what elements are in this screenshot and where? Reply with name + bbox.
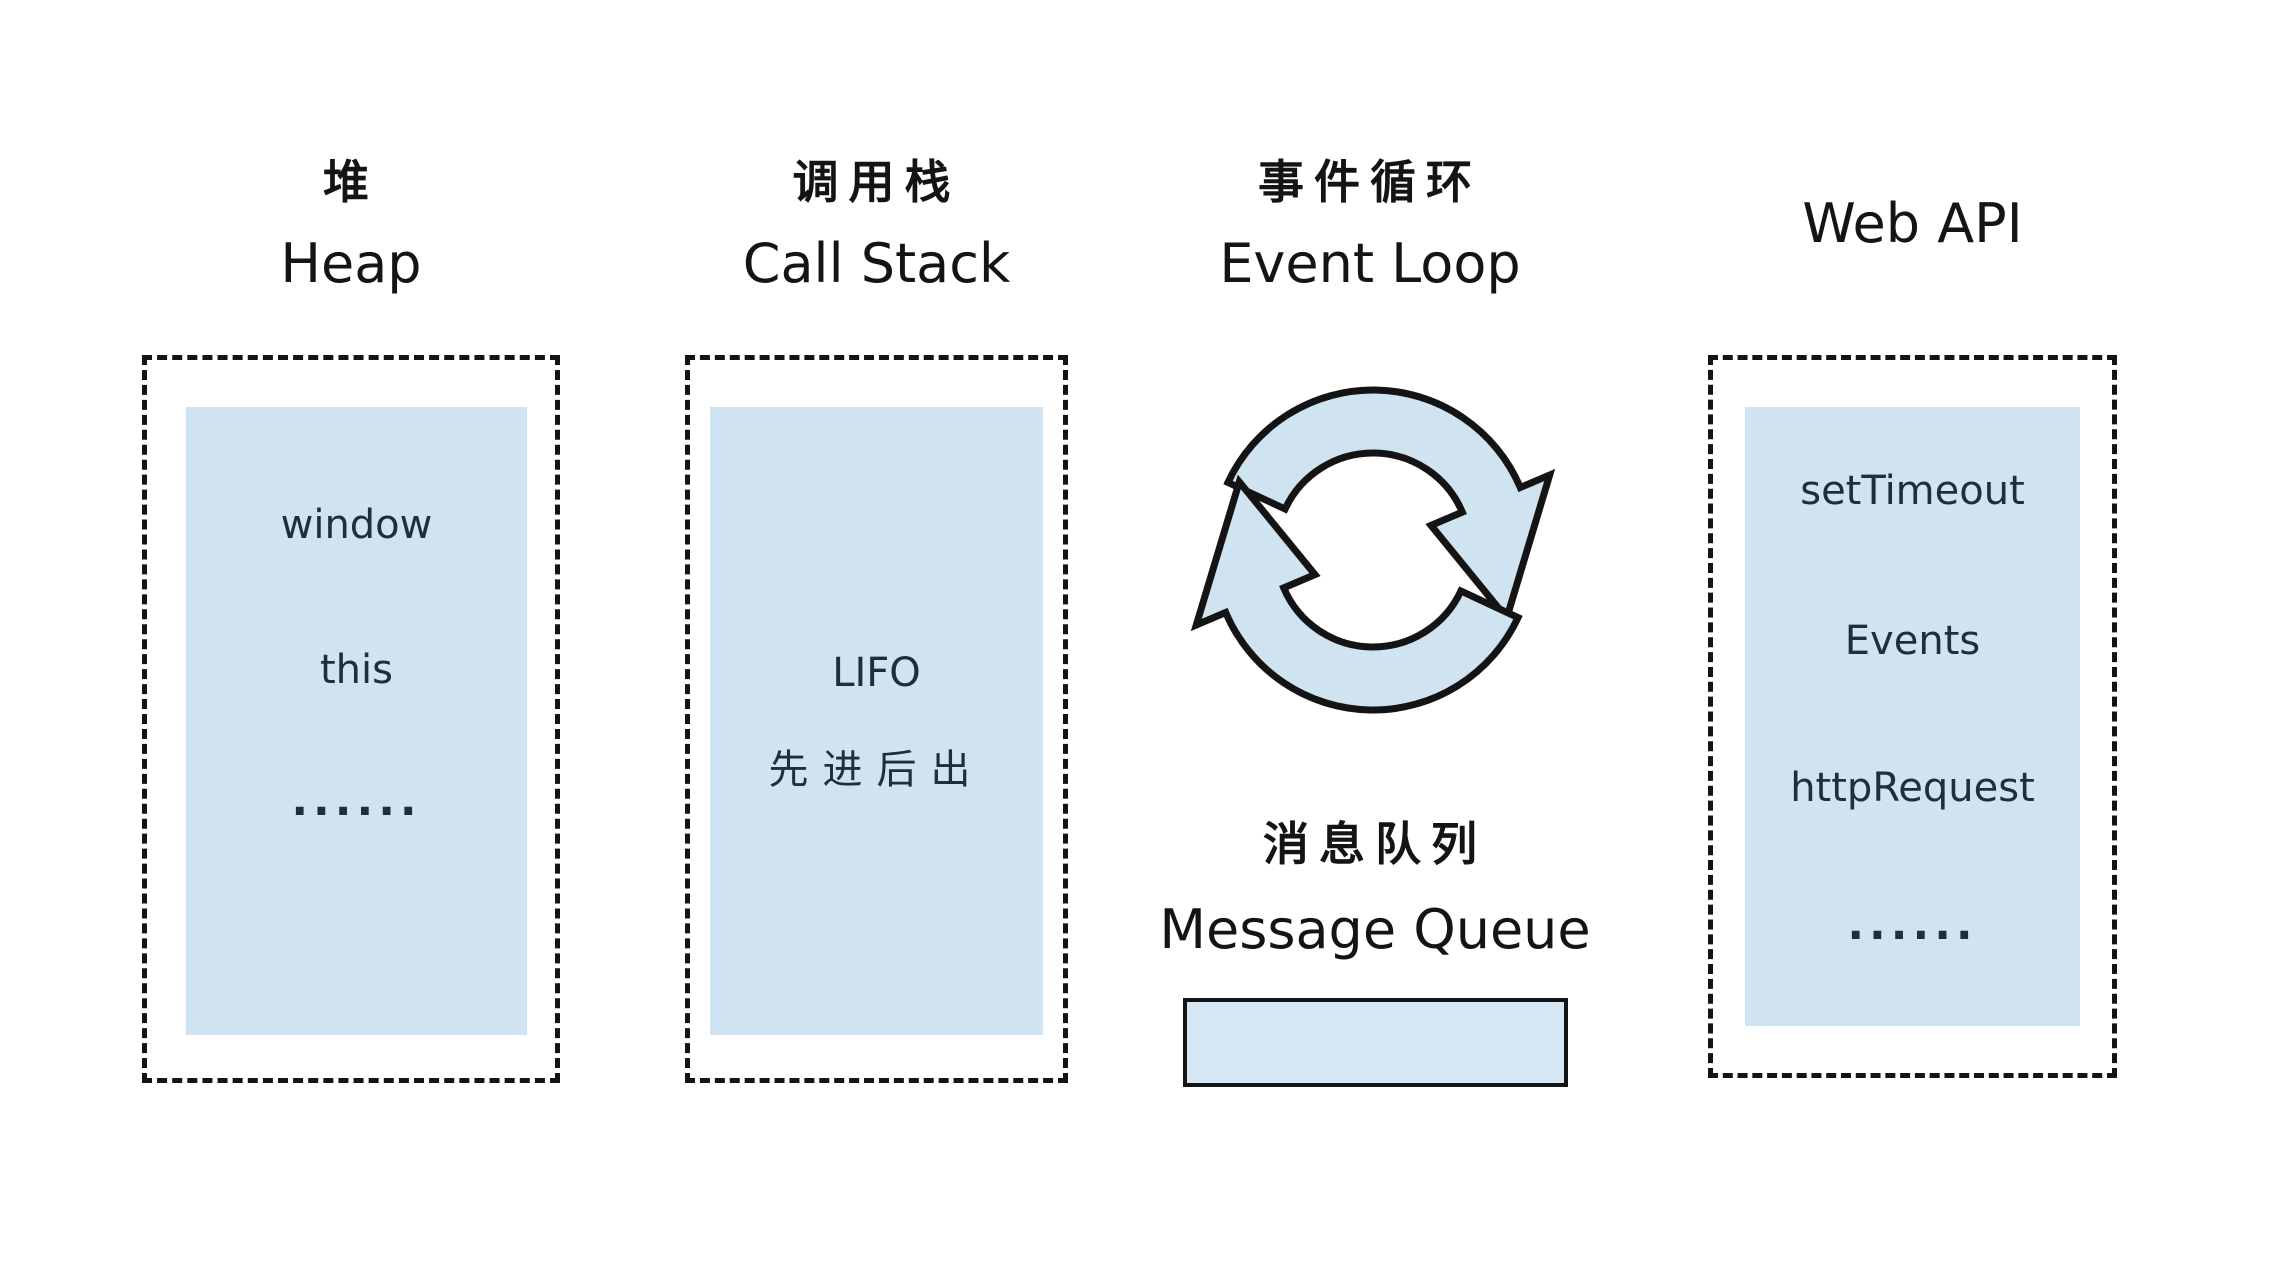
call-stack-title-en: Call Stack (742, 232, 1011, 295)
call-stack-title-zh: 调用栈 (792, 155, 961, 209)
web-api-item-ellipsis: ...... (1847, 899, 1978, 950)
heap-item-window: window (280, 502, 433, 548)
web-api-item-events: Events (1844, 618, 1981, 664)
web-api-title: Web API (1802, 192, 2023, 255)
heap-panel: window this ...... (186, 407, 527, 1035)
heap-item-this: this (320, 647, 393, 693)
heap-title-zh: 堆 (323, 155, 379, 209)
message-queue-slot (1183, 998, 1568, 1087)
event-loop-title-zh: 事件循环 (1258, 155, 1482, 209)
heap-title-en: Heap (280, 232, 422, 295)
heap-item-ellipsis: ...... (291, 775, 422, 826)
web-api-box: setTimeout Events httpRequest ...... (1708, 355, 2117, 1078)
heap-box: window this ...... (142, 355, 560, 1083)
web-api-panel: setTimeout Events httpRequest ...... (1745, 407, 2080, 1026)
web-api-item-settimeout: setTimeout (1800, 468, 2025, 514)
call-stack-panel: LIFO 先进后出 (710, 407, 1043, 1035)
call-stack-item-lifo: LIFO (832, 650, 921, 696)
event-loop-title-en: Event Loop (1219, 232, 1521, 295)
call-stack-item-filo-zh: 先进后出 (768, 747, 985, 793)
call-stack-box: LIFO 先进后出 (685, 355, 1068, 1083)
message-queue-title-en: Message Queue (1159, 898, 1591, 961)
web-api-item-httprequest: httpRequest (1790, 765, 2035, 811)
cycle-arrows-icon (1190, 386, 1556, 714)
message-queue-title-zh: 消息队列 (1263, 817, 1487, 871)
